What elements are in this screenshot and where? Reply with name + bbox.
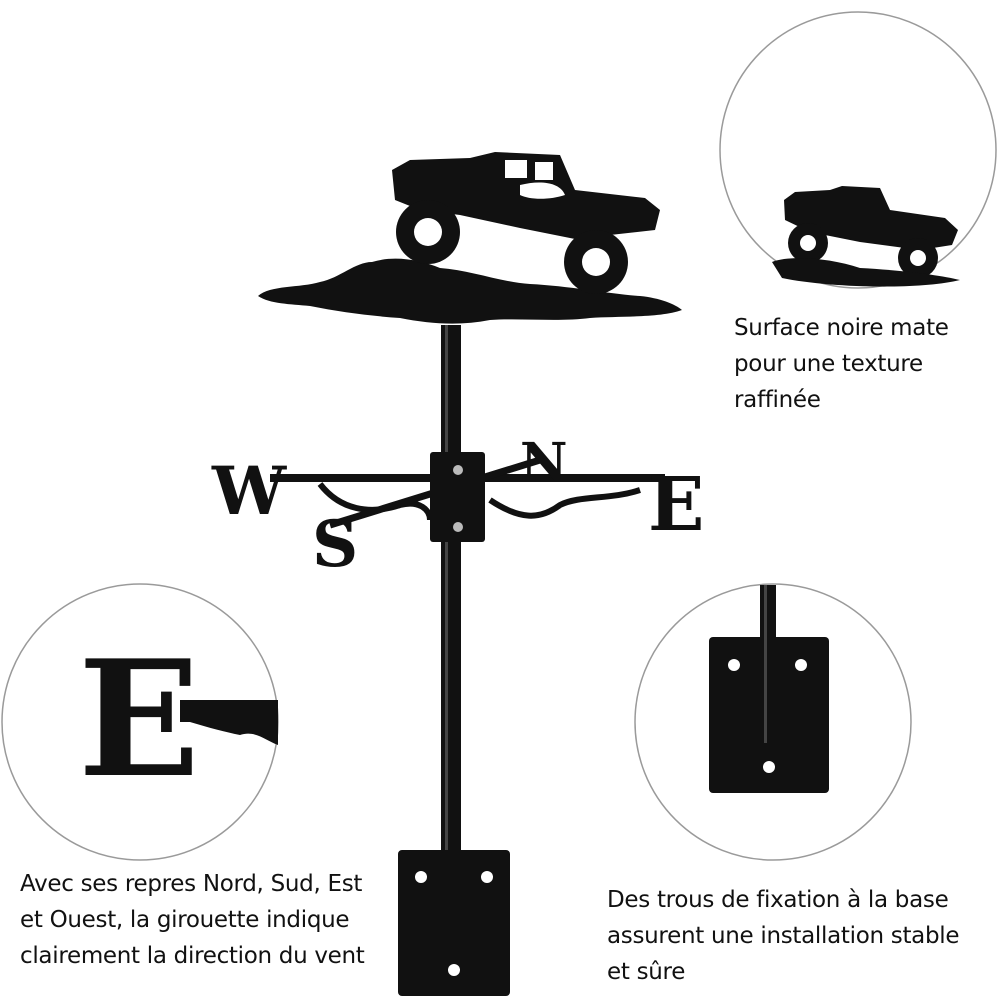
arm-scroll-right [488,487,641,519]
caption-line: Surface noire mate [734,315,949,341]
caption-mounting: Des trous de fixation à la base assurent… [607,882,960,990]
truck-silhouette [392,152,660,294]
caption-surface: Surface noire mate pour une texture raff… [734,310,949,418]
zoomed-arm [180,700,278,745]
caption-line: Avec ses repres Nord, Sud, Est [20,871,363,897]
mounting-plate [398,850,510,996]
west-letter: W [211,452,287,530]
terrain-silhouette [258,258,682,324]
pole [441,325,461,855]
mount-hole [415,871,427,883]
hub-screw-bottom [453,522,463,532]
zoomed-mount-hole [763,761,775,773]
zoomed-pole-highlight [764,585,767,743]
caption-line: et sûre [607,959,686,985]
mount-hole [481,871,493,883]
caption-line: et Ouest, la girouette indique [20,907,350,933]
zoomed-mount-hole [795,659,807,671]
pole-highlight [445,325,448,855]
zoomed-east-letter: E [78,625,200,813]
south-letter: S [312,507,358,582]
caption-directions: Avec ses repres Nord, Sud, Est et Ouest,… [20,866,365,974]
compass-hub [430,452,485,542]
caption-line: assurent une installation stable [607,923,960,949]
caption-line: raffinée [734,387,821,413]
caption-line: Des trous de fixation à la base [607,887,949,913]
caption-line: clairement la direction du vent [20,943,365,969]
detail-circle-surface [719,11,997,289]
zoomed-mount-hole [728,659,740,671]
mount-hole [448,964,460,976]
north-letter: N [520,432,568,493]
surface-detail-truck [772,186,960,287]
zoomed-pole [760,585,776,743]
east-letter: E [648,462,704,548]
hub-screw-top [453,465,463,475]
caption-line: pour une texture [734,351,923,377]
